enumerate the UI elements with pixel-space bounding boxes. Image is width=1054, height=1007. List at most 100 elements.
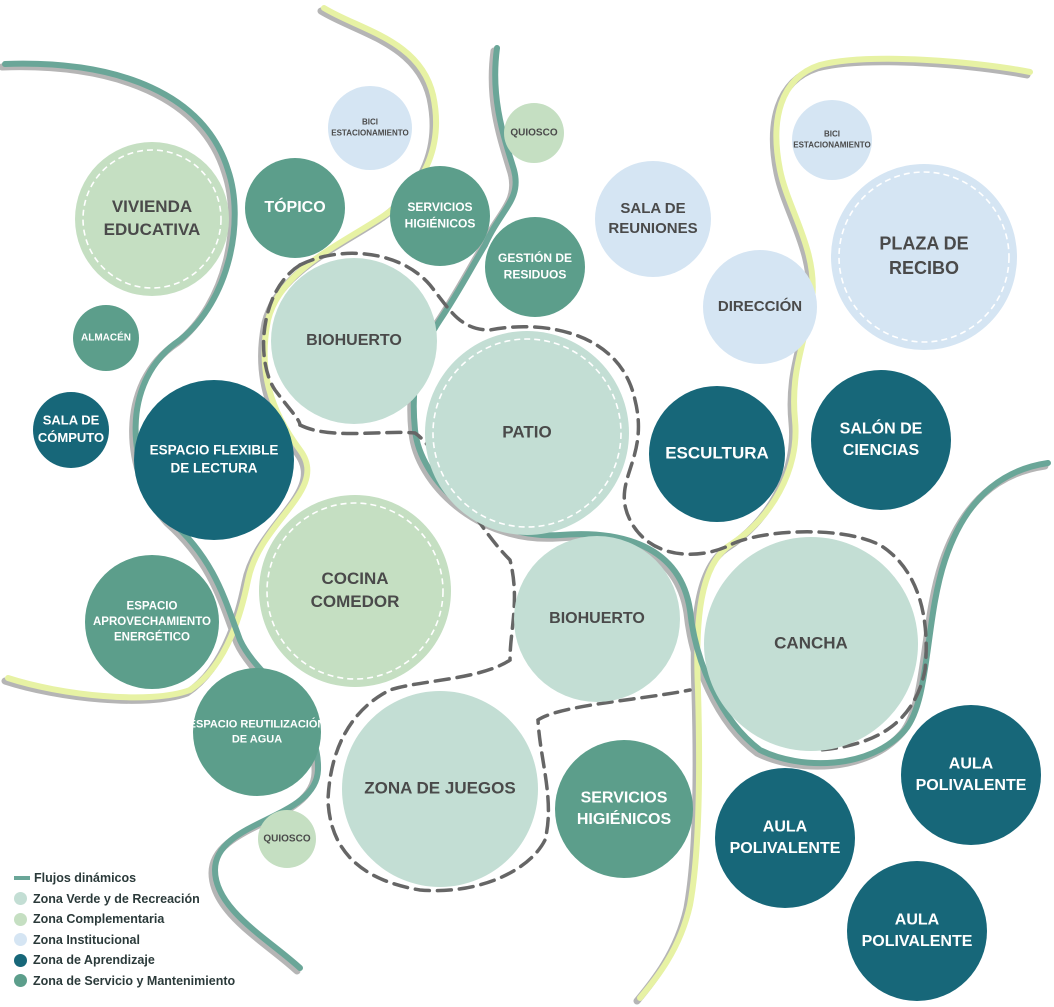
legend-swatch-zona-aprendizaje xyxy=(14,953,27,967)
bubble-label: ESCULTURA xyxy=(665,443,769,462)
bubble-label: QUIOSCO xyxy=(263,834,310,845)
bubble-zona-juegos: ZONA DE JUEGOS xyxy=(342,691,538,887)
bubble-label: PATIO xyxy=(502,422,551,441)
bubble-label: ZONA DE JUEGOS xyxy=(364,778,515,797)
bubble-circle xyxy=(245,158,345,258)
bubble-patio: PATIO xyxy=(425,331,629,535)
legend-item-flujos: Flujos dinámicos xyxy=(14,868,274,889)
bubble-label: CÓMPUTO xyxy=(38,430,104,445)
legend-swatch-zona-complementaria xyxy=(14,912,27,926)
bubble-circle xyxy=(134,380,294,540)
bubble-label: AULA xyxy=(895,911,940,928)
bubble-circle xyxy=(792,100,872,180)
legend-swatch-flujos xyxy=(14,876,30,881)
bubble-circle xyxy=(342,691,538,887)
bubble-direccion: DIRECCIÓN xyxy=(703,250,817,364)
legend-label: Zona Institucional xyxy=(33,932,140,947)
bubble-gestion-residuos: GESTIÓN DE RESIDUOS xyxy=(485,217,585,317)
bubble-circle xyxy=(85,555,219,689)
bubble-circle xyxy=(390,166,490,266)
bubble-quiosco-1: QUIOSCO xyxy=(504,103,564,163)
bubble-label: DE LECTURA xyxy=(171,461,258,476)
bubble-label: HIGIÉNICOS xyxy=(405,215,476,230)
bubble-label: PLAZA DE xyxy=(879,234,968,254)
bubble-circle xyxy=(73,305,139,371)
bubble-label: POLIVALENTE xyxy=(730,840,841,857)
legend-label: Flujos dinámicos xyxy=(34,871,137,886)
bubble-label: SERVICIOS xyxy=(407,200,472,214)
legend-item-zona-verde: Zona Verde y de Recreación xyxy=(14,889,274,910)
bubble-label: DIRECCIÓN xyxy=(718,297,802,315)
legend-label: Zona Complementaria xyxy=(33,912,165,927)
bubble-label: RESIDUOS xyxy=(504,267,567,281)
bubble-label: ESPACIO FLEXIBLE xyxy=(150,442,279,457)
legend-label: Zona de Aprendizaje xyxy=(33,953,155,968)
bubble-circle xyxy=(504,103,564,163)
bubbles-layer: VIVIENDAEDUCATIVATÓPICOBICIESTACIONAMIEN… xyxy=(33,86,1041,1001)
flow-line-yellow-right xyxy=(637,55,1033,1001)
bubble-circle xyxy=(595,161,711,277)
bubble-circle xyxy=(271,258,437,424)
bubble-vivienda-educativa: VIVIENDA EDUCATIVA xyxy=(75,142,229,296)
legend-item-zona-aprendizaje: Zona de Aprendizaje xyxy=(14,950,274,971)
bubble-circle xyxy=(259,495,451,687)
bubble-quiosco-2: QUIOSCO xyxy=(258,810,316,868)
bubble-escultura: ESCULTURA xyxy=(649,386,785,522)
bubble-circle xyxy=(831,164,1017,350)
bubble-circle xyxy=(901,705,1041,845)
bubble-label: GESTIÓN DE xyxy=(498,250,572,265)
bubble-circle xyxy=(715,768,855,908)
bubble-label: AULA xyxy=(949,755,994,772)
bubble-espacio-flexible-lectura: ESPACIO FLEXIBLE DE LECTURA xyxy=(134,380,294,540)
bubble-circle xyxy=(328,86,412,170)
legend: Flujos dinámicos Zona Verde y de Recreac… xyxy=(14,868,274,991)
bubble-label: SERVICIOS xyxy=(581,789,668,806)
bubble-label: REUNIONES xyxy=(608,220,697,237)
bubble-label: COMEDOR xyxy=(311,592,400,611)
bubble-sala-computo: SALA DE CÓMPUTO xyxy=(33,392,109,468)
bubble-inner-dash xyxy=(266,502,444,680)
bubble-label: EDUCATIVA xyxy=(104,220,201,239)
bubble-sala-reuniones: SALA DE REUNIONES xyxy=(595,161,711,277)
bubble-circle xyxy=(485,217,585,317)
flow-lines-back xyxy=(0,5,1051,1005)
bubble-label: BIOHUERTO xyxy=(306,332,402,349)
bubble-label: BICI xyxy=(362,118,378,127)
bubble-label: SALA DE xyxy=(620,200,685,217)
bubble-label: BICI xyxy=(824,130,840,139)
dashed-zone-topleft xyxy=(261,263,302,427)
bubble-topico: TÓPICO xyxy=(245,158,345,258)
bubble-biohuerto-1: BIOHUERTO xyxy=(271,258,437,424)
bubble-circle xyxy=(75,142,229,296)
bubble-biohuerto-2: BIOHUERTO xyxy=(514,536,680,702)
bubble-inner-dash xyxy=(838,171,1010,343)
bubble-label: COCINA xyxy=(321,569,388,588)
bubble-label: ESPACIO REUTILIZACIÓN xyxy=(189,717,326,730)
bubble-label: SALÓN DE xyxy=(840,418,923,437)
legend-item-zona-complementaria: Zona Complementaria xyxy=(14,909,274,930)
bubble-circle xyxy=(555,740,693,878)
bubble-inner-dash xyxy=(432,338,622,528)
bubble-label: ESTACIONAMIENTO xyxy=(331,129,408,138)
legend-swatch-zona-verde xyxy=(14,892,27,906)
bubble-circle xyxy=(649,386,785,522)
legend-item-zona-institucional: Zona Institucional xyxy=(14,930,274,951)
bubble-label: SALA DE xyxy=(43,413,100,428)
bubble-circle xyxy=(258,810,316,868)
legend-swatch-zona-servicio xyxy=(14,974,27,988)
bubble-circle xyxy=(514,536,680,702)
bubble-circle xyxy=(703,250,817,364)
bubble-label: QUIOSCO xyxy=(510,128,557,139)
bubble-label: VIVIENDA xyxy=(112,197,192,216)
bubble-label: POLIVALENTE xyxy=(916,777,1027,794)
bubble-circle xyxy=(425,331,629,535)
bubble-label: ALMACÉN xyxy=(81,331,131,344)
bubble-circle xyxy=(847,861,987,1001)
